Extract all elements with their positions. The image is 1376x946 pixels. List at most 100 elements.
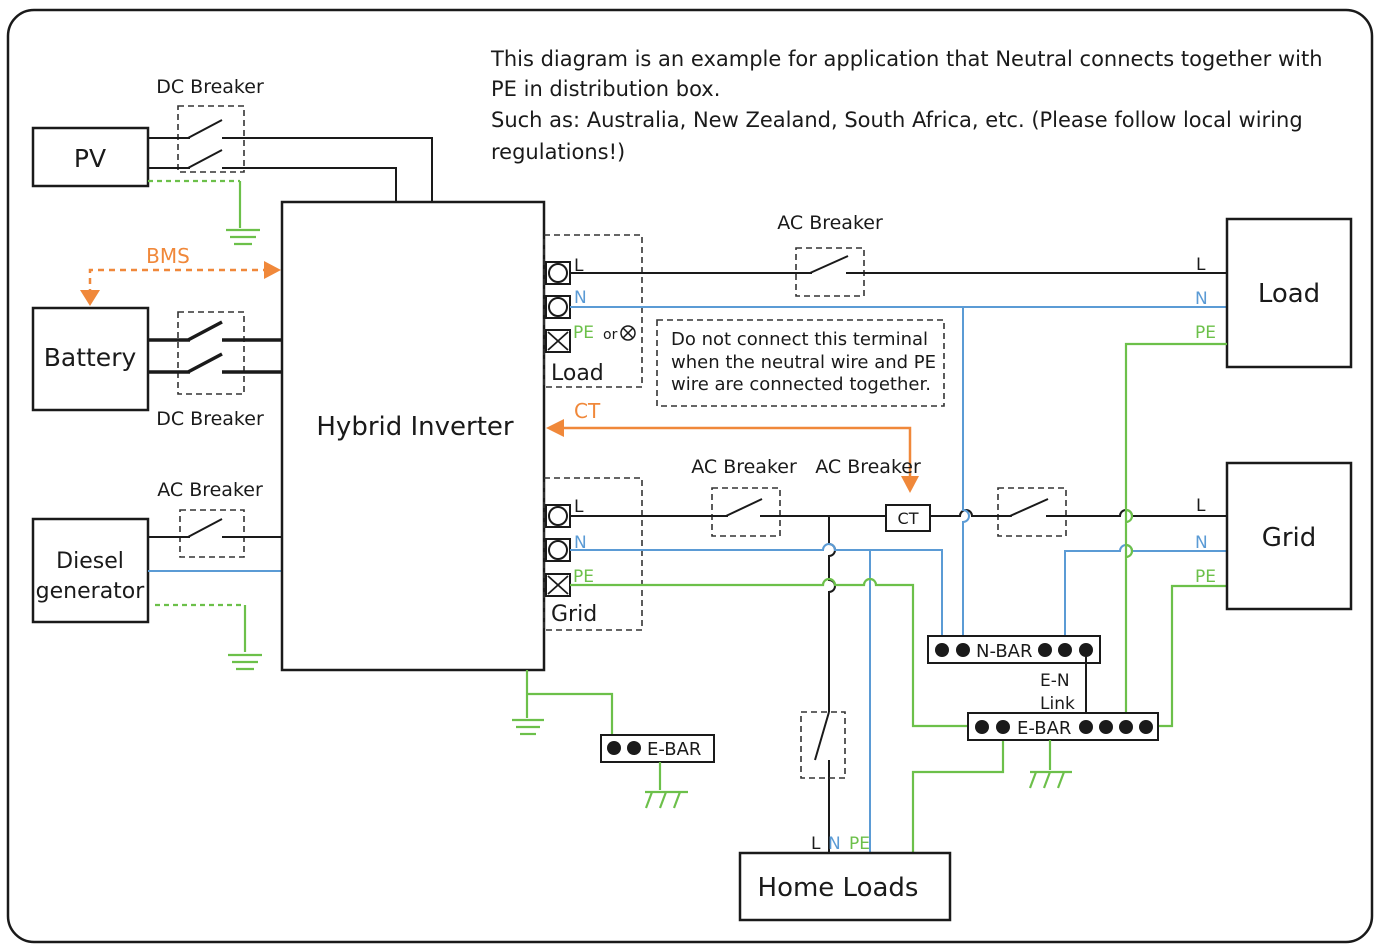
diesel-label-line1: Diesel <box>56 549 124 574</box>
ct-arrow-inverter <box>546 419 564 437</box>
hybrid-inverter-label: Hybrid Inverter <box>316 412 514 442</box>
diesel-ac-breaker <box>179 509 245 558</box>
load-box-n-text: N <box>1195 289 1208 309</box>
battery-box <box>31 306 150 412</box>
warning-line-3: wire are connected together. <box>671 374 931 395</box>
e-bar-terminal <box>996 720 1010 734</box>
load-pe-or-text: or <box>603 327 618 343</box>
warning-line-1: Do not connect this terminal <box>671 329 928 350</box>
battery-dc-breaker-label: DC Breaker <box>156 408 264 430</box>
grid-port-group <box>543 477 643 631</box>
inverter-to-ebar-wire <box>527 692 614 740</box>
diesel-ground-icon <box>228 653 262 671</box>
e-n-link-label-2: Link <box>1040 694 1075 714</box>
grid-earth-to-ebar <box>1150 584 1227 728</box>
load-l-terminal <box>545 261 571 285</box>
load-box <box>1225 217 1353 369</box>
inverter-e-bar-ground-icon <box>644 790 688 809</box>
battery-positive-wire <box>148 320 282 342</box>
load-l-text: L <box>574 256 584 276</box>
pv-box <box>31 126 150 188</box>
inverter-e-bar-label: E-BAR <box>647 739 701 760</box>
grid-live-wire-b <box>930 498 1227 517</box>
e-bar-terminal <box>1119 720 1133 734</box>
hybrid-inverter-box <box>280 200 546 672</box>
grid-port-label: Grid <box>551 602 597 627</box>
warning-line-2: when the neutral wire and PE <box>671 352 936 373</box>
grid-box-l-text: L <box>1196 496 1206 516</box>
load-box-l-text: L <box>1196 255 1206 275</box>
note-line-2: PE in distribution box. <box>491 77 720 101</box>
battery-negative-wire <box>148 352 282 374</box>
e-bar-terminal <box>1139 720 1153 734</box>
battery-dc-breaker <box>177 311 245 395</box>
application-note: This diagram is an example for applicati… <box>490 47 1323 164</box>
home-loads-label: Home Loads <box>758 873 919 903</box>
diesel-live-wire <box>148 518 282 538</box>
home-loads-earth-wire <box>911 726 1005 852</box>
load-pe-text: PE <box>573 323 594 343</box>
ct-signal-wire <box>562 426 912 478</box>
diesel-label-line2: generator <box>36 579 146 604</box>
inverter-ground-icon <box>512 718 544 736</box>
grid-n-text: N <box>574 533 587 553</box>
load-n-text: N <box>574 288 587 308</box>
load-box-pe-text: PE <box>1195 323 1216 343</box>
grid-pe-terminal <box>545 573 571 597</box>
bms-link <box>88 268 270 295</box>
ct-signal-label: CT <box>574 399 601 423</box>
home-loads-live-wire <box>814 516 836 852</box>
pv-negative-wire <box>148 149 397 202</box>
home-loads-box <box>738 851 952 922</box>
e-bar-terminal <box>1099 720 1113 734</box>
grid-n-terminal <box>545 538 571 562</box>
diesel-ac-breaker-label: AC Breaker <box>157 479 263 501</box>
load-pe-terminal <box>545 329 571 353</box>
home-loads-l-text: L <box>811 834 821 854</box>
note-line-1: This diagram is an example for applicati… <box>490 47 1323 71</box>
e-bar-label: E-BAR <box>1017 718 1071 739</box>
e-bar-terminal <box>975 720 989 734</box>
grid-ac-breaker-1 <box>711 487 781 537</box>
bms-arrow-battery <box>80 290 100 306</box>
e-bar-ground-icon <box>1028 770 1072 789</box>
load-live-wire <box>570 255 1227 274</box>
load-label: Load <box>1258 279 1320 309</box>
ct-arrow-sensor <box>901 476 919 493</box>
note-line-3: Such as: Australia, New Zealand, South A… <box>491 108 1303 132</box>
grid-box <box>1225 461 1353 611</box>
grid-box-n-text: N <box>1195 533 1208 553</box>
grid-earth-wire-inverter <box>570 577 970 728</box>
pv-ground-icon <box>226 228 260 246</box>
ct-sensor <box>885 504 931 532</box>
load-ac-breaker-label: AC Breaker <box>777 212 883 234</box>
inverter-e-bar-terminal <box>627 741 641 755</box>
n-bar-terminal <box>935 643 949 657</box>
home-loads-breaker <box>800 711 846 779</box>
home-loads-pe-text: PE <box>849 834 870 854</box>
warning-box <box>656 319 945 407</box>
load-pe-alt-terminal-icon <box>620 325 636 341</box>
load-n-terminal <box>545 295 571 319</box>
e-n-link-label-1: E-N <box>1040 671 1070 691</box>
grid-l-text: L <box>574 497 584 517</box>
grid-neutral-to-nbar <box>1064 544 1227 648</box>
load-port-label: Load <box>551 361 604 386</box>
pv-positive-wire <box>148 119 433 202</box>
grid-live-wire-a <box>570 498 886 517</box>
grid-l-terminal <box>545 504 571 528</box>
bms-label: BMS <box>146 244 190 268</box>
diesel-generator-box <box>31 517 150 624</box>
n-bar-label: N-BAR <box>976 641 1033 662</box>
pv-dc-breaker-label: DC Breaker <box>156 76 264 98</box>
e-bar-terminal <box>1079 720 1093 734</box>
grid-label: Grid <box>1262 523 1317 553</box>
load-earth-to-ebar <box>1124 342 1227 726</box>
grid-ac-breaker-2 <box>997 487 1067 537</box>
ct-sensor-label: CT <box>898 509 919 528</box>
note-line-4: regulations!) <box>491 140 625 164</box>
grid-ac-breaker-2-label: AC Breaker <box>815 456 921 478</box>
n-bar-terminal <box>956 643 970 657</box>
grid-neutral-wire-inverter <box>570 543 943 648</box>
inverter-e-bar-terminal <box>607 741 621 755</box>
